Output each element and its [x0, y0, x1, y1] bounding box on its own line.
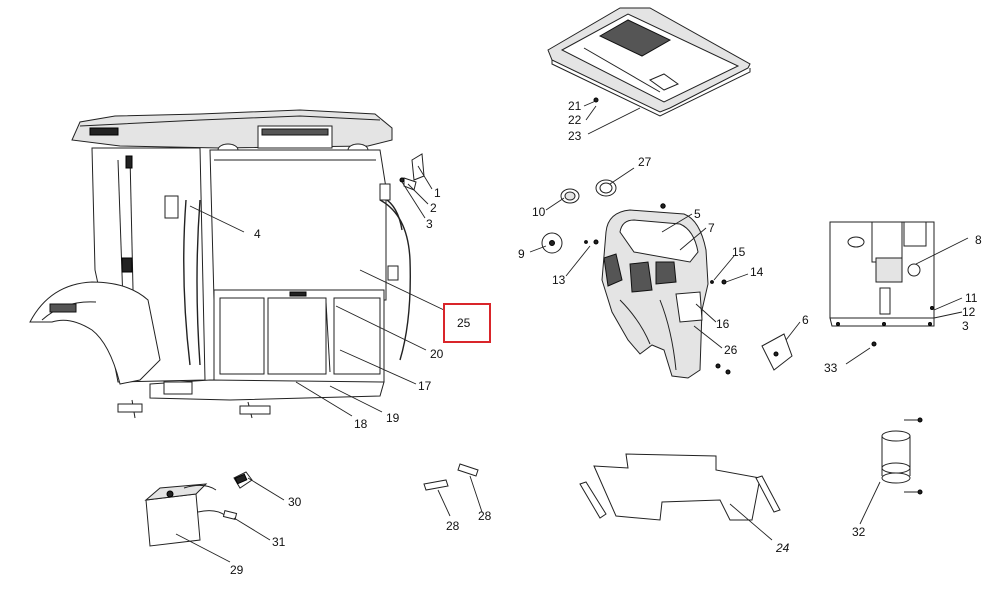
- leader-lines: [175, 99, 969, 563]
- callout-3: 3: [962, 319, 969, 333]
- control-panel: [829, 221, 935, 347]
- callout-23: 23: [568, 129, 582, 143]
- callout-13: 13: [552, 273, 566, 287]
- callout-4: 4: [254, 227, 261, 241]
- callout-24: 24: [775, 541, 790, 555]
- callout-20: 20: [430, 347, 444, 361]
- roof-liner: [547, 7, 751, 117]
- callout-17: 17: [418, 379, 432, 393]
- bracket-parts: [423, 463, 479, 491]
- callout-15: 15: [732, 245, 746, 259]
- callout-18: 18: [354, 417, 368, 431]
- callout-31: 31: [272, 535, 286, 549]
- floor-mat: [579, 453, 781, 521]
- callout-8: 8: [975, 233, 982, 247]
- callout-29: 29: [230, 563, 244, 577]
- callout-19: 19: [386, 411, 400, 425]
- callout-3: 3: [426, 217, 433, 231]
- battery-assembly: [144, 471, 253, 547]
- callout-5: 5: [694, 207, 701, 221]
- callout-28: 28: [478, 509, 492, 523]
- callout-16: 16: [716, 317, 730, 331]
- callout-6: 6: [802, 313, 809, 327]
- callout-25: 25: [457, 316, 471, 330]
- callout-26: 26: [724, 343, 738, 357]
- callout-33: 33: [824, 361, 838, 375]
- callout-27: 27: [638, 155, 652, 169]
- callout-11: 11: [965, 291, 978, 305]
- mount-bracket: [881, 417, 923, 495]
- callout-28: 28: [446, 519, 460, 533]
- console-assembly: [541, 179, 793, 379]
- callout-labels: 1 2 3 3 4 5 6 7 8 9 10 11 12 13 14 15 16…: [230, 99, 982, 577]
- callout-22: 22: [568, 113, 582, 127]
- callout-9: 9: [518, 247, 525, 261]
- callout-7: 7: [708, 221, 715, 235]
- callout-1: 1: [434, 186, 441, 200]
- callout-25-highlight[interactable]: [443, 303, 491, 343]
- callout-21: 21: [568, 99, 582, 113]
- cab-assembly: [29, 109, 425, 419]
- callout-14: 14: [750, 265, 764, 279]
- callout-10: 10: [532, 205, 546, 219]
- callout-2: 2: [430, 201, 437, 215]
- callout-32: 32: [852, 525, 866, 539]
- callout-12: 12: [962, 305, 976, 319]
- callout-30: 30: [288, 495, 302, 509]
